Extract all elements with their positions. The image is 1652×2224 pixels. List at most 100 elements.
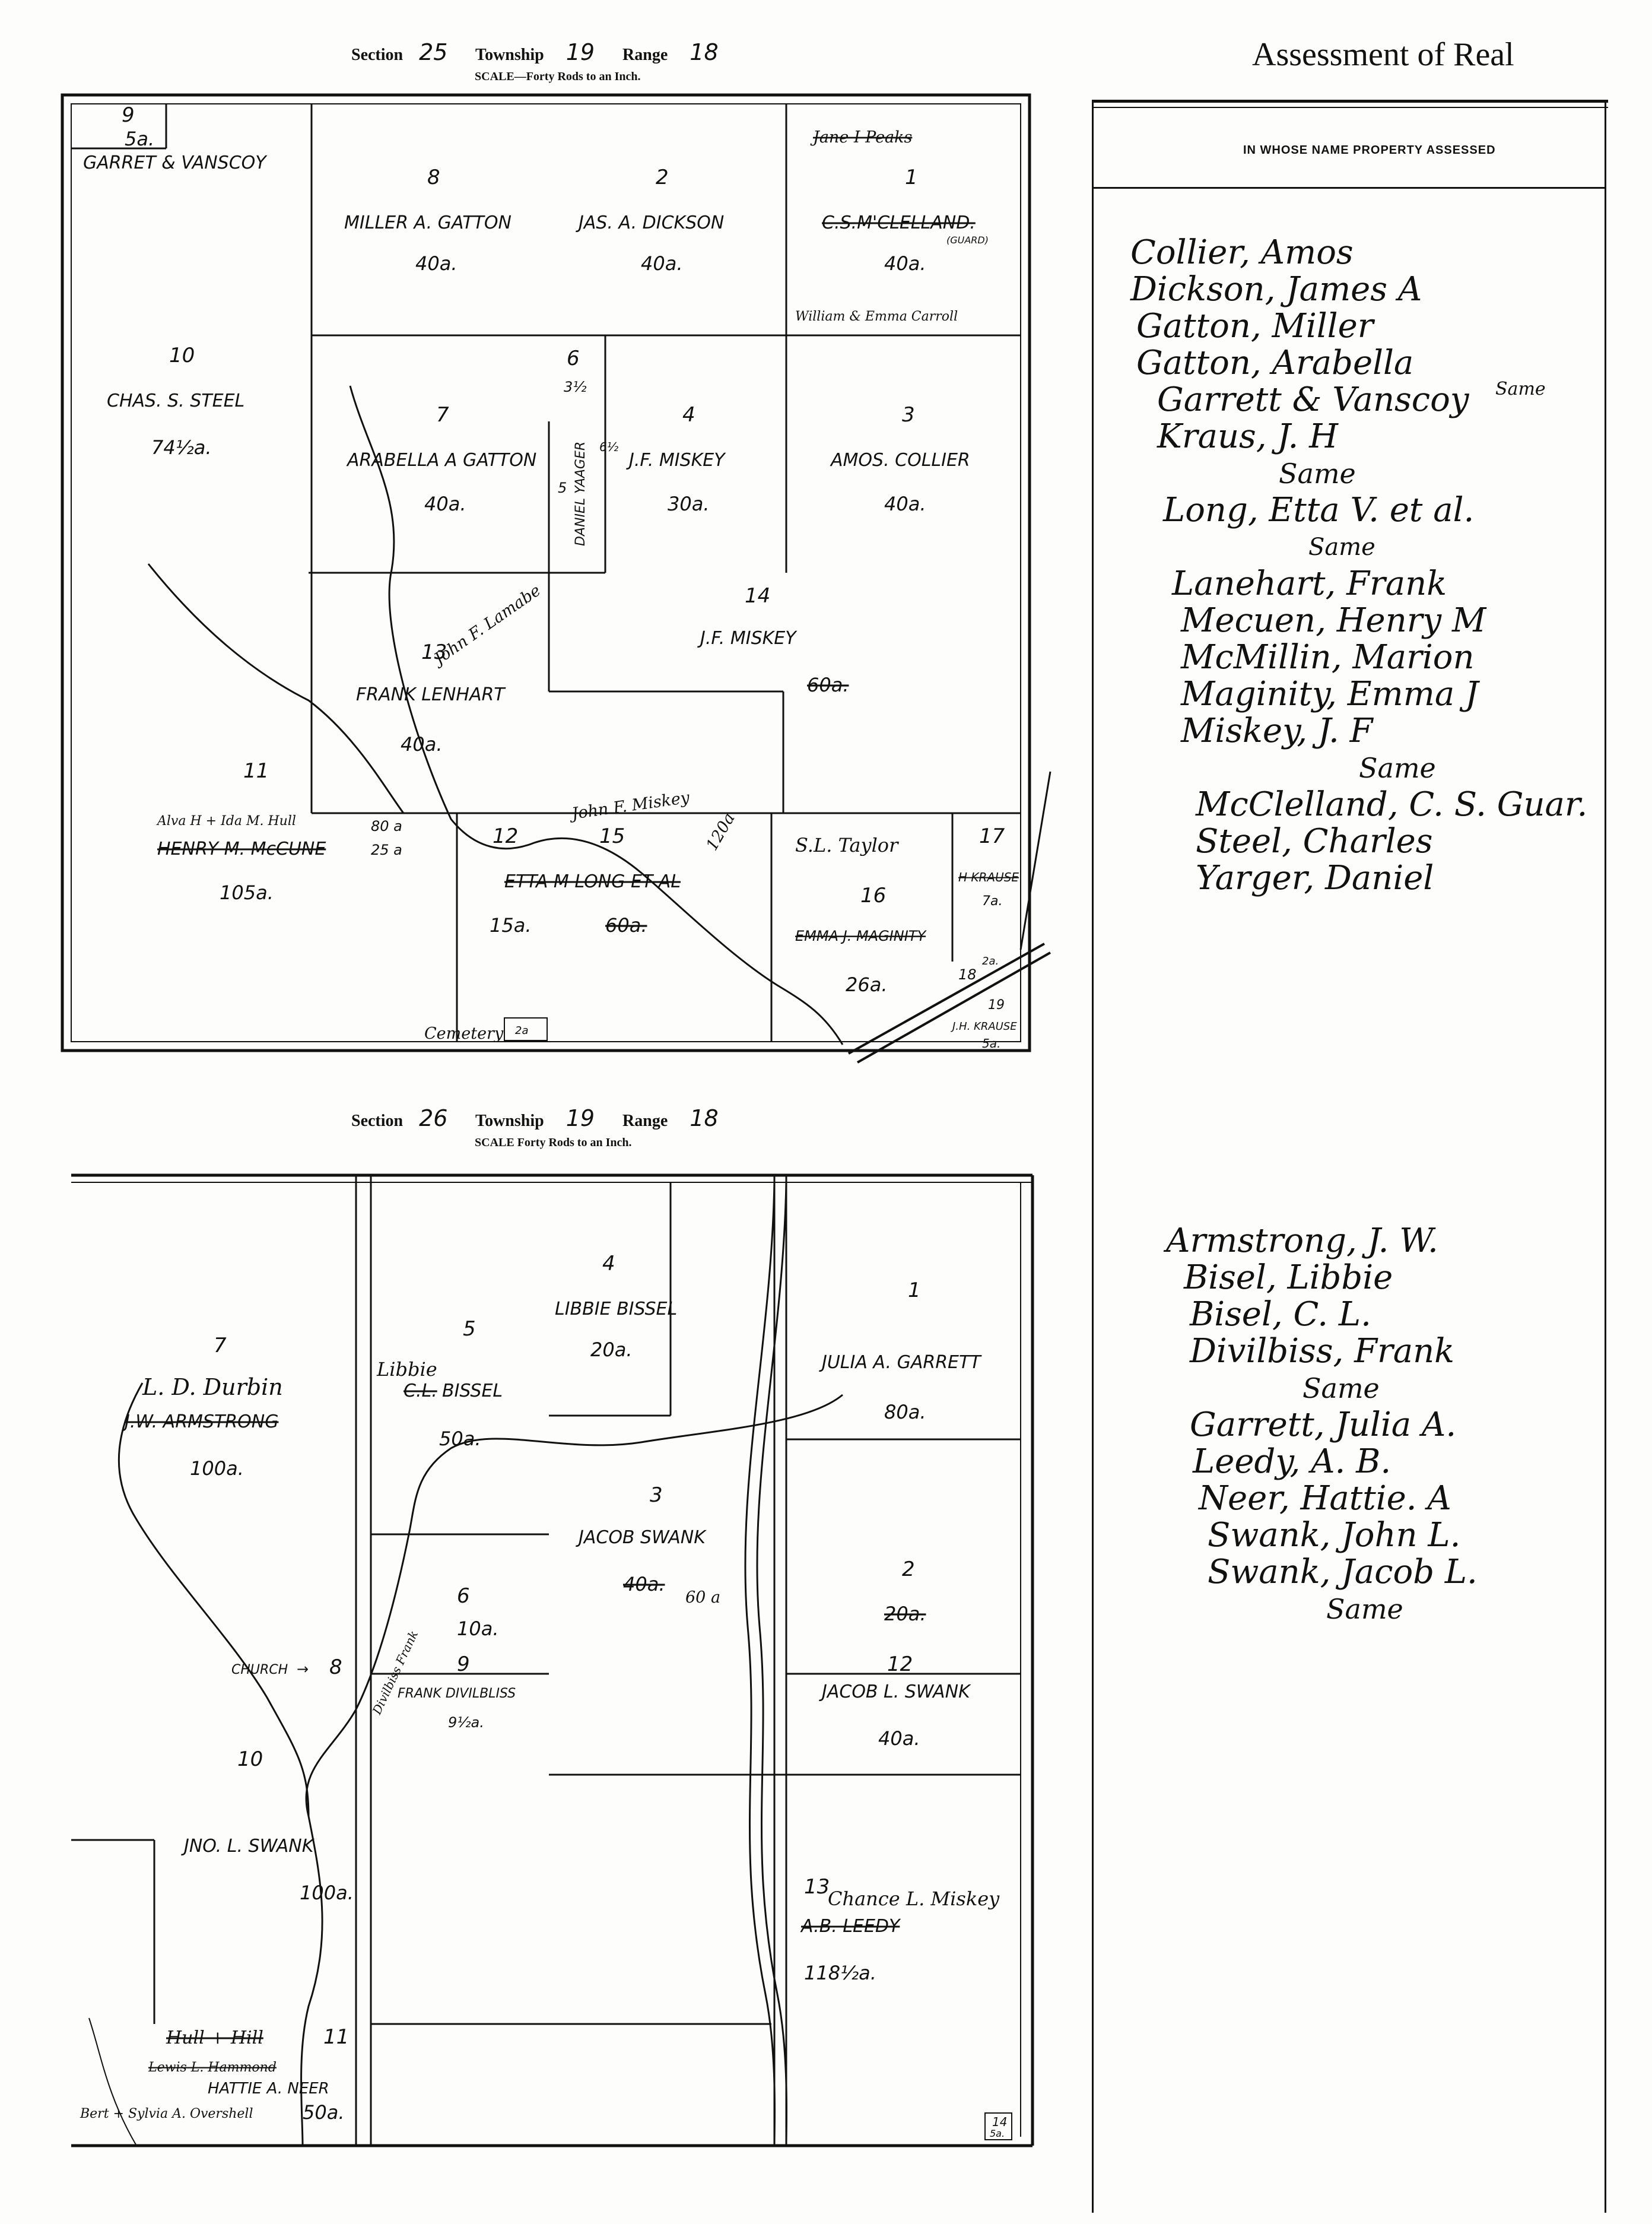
s25-lot-19-acres: 5a. [982,1036,1000,1051]
s25-lot-10-owner: CHAS. S. STEEL [107,391,244,411]
ledger-name: Gatton, Miller [1136,307,1374,345]
s26-lot-10-number: 10 [237,1747,263,1771]
s25-lot-6-number: 6 [567,347,580,370]
s26-lot-11-number: 11 [323,2025,349,2049]
ledger-name: Leedy, A. B. [1193,1442,1392,1481]
s25-lot-10-acres: 74½a. [151,436,212,459]
ledger-names-group-1: Collier, Amos Dickson, James A Gatton, M… [1130,234,1587,897]
s25-lot-18-number: 18 [958,966,977,983]
range-label: Range [622,46,668,64]
s25-lot-11-acres-a: 80 a [371,818,402,835]
s25-lot-15-number: 15 [599,824,625,848]
s26-lot-6-number: 6 [457,1584,470,1608]
ledger-names-group-2: Armstrong, J. W. Bisel, Libbie Bisel, C.… [1166,1223,1478,1627]
s25-lot-16-number: 16 [860,884,886,908]
s25-lot-7-number: 7 [436,403,449,427]
s26-lot-11-owner: HATTIE A. NEER [208,2080,329,2098]
s26-church-label: CHURCH [231,1663,288,1677]
s25-lot-15-acres: 60a. [605,914,647,937]
s25-lot-16-owner: EMMA J. MAGINITY [795,928,927,944]
s25-lot-4-acres: 30a. [668,493,710,515]
s25-lot-7-owner: ARABELLA A GATTON [346,450,536,471]
s26-lot-14-acres: 5a. [990,2128,1005,2139]
ledger-top-rule [1092,100,1608,103]
range-number: 18 [690,39,719,65]
township-number: 19 [566,39,595,65]
ledger-name: McMillin, Marion [1181,638,1475,677]
ledger-right-border [1605,100,1606,2213]
s26-lot-3-number: 3 [650,1483,663,1507]
s25-lot-2-acres: 40a. [641,252,683,275]
s25-lot-16-acres: 26a. [846,973,888,996]
s25-lot-1-number: 1 [905,166,918,189]
s26-lot-7-acres: 100a. [190,1457,244,1480]
s25-lot-19-number: 19 [988,998,1005,1013]
s25-lot-18-acres: 2a. [982,955,999,967]
s26-lot-5-owner-note: Libbie [376,1358,437,1381]
ledger-name: Miskey, J. F [1181,712,1373,750]
ledger-title: Assessment of Real [1252,36,1514,73]
s26-lot-11-owner-struck2: Lewis L. Hammond [148,2060,277,2075]
ledger-name: Bisel, Libbie [1184,1258,1393,1297]
s25-lot-15-note: John F. Miskey [568,788,691,823]
s26-lot-1-acres: 80a. [884,1401,926,1423]
s25-lot-13-owner: FRANK LENHART [356,684,506,705]
s26-lot-4-number: 4 [602,1252,615,1276]
section-number: 26 [419,1105,448,1131]
s26-lot-2-acres: 20a. [884,1603,926,1625]
s25-lot-5-acres: 6½ [599,440,619,454]
ledger-name: Same [1279,458,1356,490]
s26-lot-9-acres: 9½a. [448,1714,484,1731]
s25-lot-9-number: 9 [122,103,135,127]
s25-lot-15-owner: ETTA M LONG ET AL [504,871,681,892]
ledger-name: Collier, Amos [1130,233,1354,272]
s25-lot-11-acres-b: 25 a [371,842,402,858]
s25-lot-13-number: 13 [421,640,447,664]
s26-lot-13-acres: 118½a. [804,1962,876,1984]
s25-lot-14-number: 14 [745,584,770,608]
ledger-name: Same [1302,1372,1380,1404]
ledger-name: Yarger, Daniel [1196,859,1434,897]
church-arrow-icon: → [297,1661,309,1677]
range-number: 18 [690,1105,719,1131]
s26-lot-4-acres: 20a. [590,1338,633,1361]
ledger-name: Lanehart, Frank [1172,564,1447,603]
s25-lot-3-acres: 40a. [884,493,926,515]
s25-lot-12-number: 12 [493,824,518,848]
s26-lot-7-owner-struck: J.W. ARMSTRONG [122,1411,278,1432]
ledger-name: Mecuen, Henry M [1181,601,1486,640]
ledger-name: Swank, John L. [1208,1516,1461,1554]
s26-lot-10-acres: 100a. [300,1882,354,1904]
s25-lot-3-number: 3 [902,403,915,427]
s25-lot-14-acres: 60a. [807,674,849,696]
section-26-header: Section 26 Township 19 Range 18 [351,1105,719,1131]
ledger-name: Armstrong, J. W. [1166,1222,1438,1260]
s25-lot-1-guard: (GUARD) [946,234,989,246]
ledger-name: Dickson, James A [1130,270,1422,309]
ledger-name: Garrett & Vanscoy [1157,380,1469,419]
section-label: Section [351,46,404,64]
s26-lot-5-owner: BISSEL [442,1381,503,1401]
s26-lot-6-acres: 10a. [457,1617,499,1640]
s26-lot-10-owner: JNO. L. SWANK [181,1836,315,1857]
s26-lot-1-number: 1 [908,1278,921,1302]
s25-lot-11-owner-struck: HENRY M. McCUNE [157,839,326,859]
s25-lot-10-number: 10 [169,344,195,367]
ledger-name: Maginity, Emma J [1181,675,1479,713]
s26-lot-5-acres: 50a. [439,1427,481,1450]
s26-lot-13-note: Chance L. Miskey [828,1887,1000,1910]
s25-lot-17-owner: H KRAUSE [958,870,1019,884]
s26-lot-5-owner-struck: C.L. [404,1381,437,1401]
s26-lot-9-owner: FRANK DIVILBLISS [398,1686,516,1701]
ledger-same-aside: Same [1495,379,1546,399]
s26-lot-13-number: 13 [804,1875,830,1899]
ledger-name: Steel, Charles [1196,822,1433,861]
section-label: Section [351,1112,404,1130]
s26-lot-13-owner-struck: A.B. LEEDY [800,1916,901,1937]
s25-lot-8-number: 8 [427,166,440,189]
s25-lot-6-acres: 3½ [564,379,587,395]
section-26-scale: SCALE Forty Rods to an Inch. [475,1136,632,1149]
s25-lot-15-note2: 120a [703,810,739,854]
ledger-column-header: IN WHOSE NAME PROPERTY ASSESSED [1243,144,1496,157]
township-number: 19 [566,1105,595,1131]
